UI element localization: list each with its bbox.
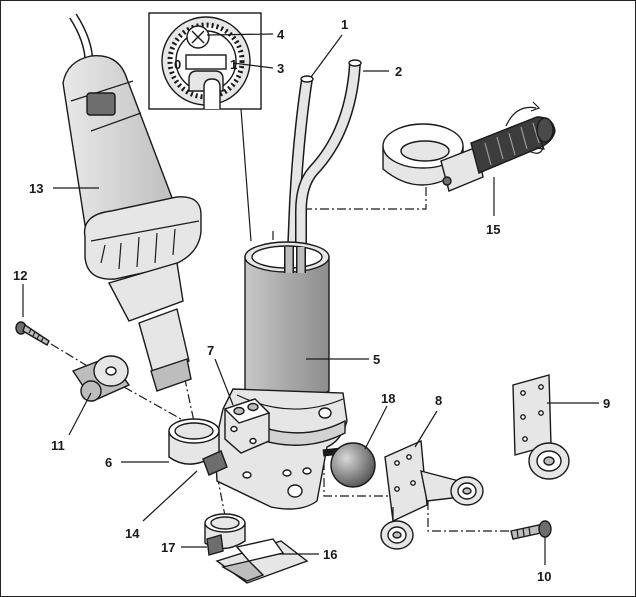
callout-12: 12 xyxy=(13,268,27,283)
callout-labels: 1 2 3 4 5 6 7 8 9 10 11 12 13 14 15 16 1… xyxy=(13,17,610,584)
scale-min-text: 0 xyxy=(174,57,181,72)
hot-air-gun xyxy=(53,13,202,392)
callout-9: 9 xyxy=(603,396,610,411)
callout-4: 4 xyxy=(277,27,285,42)
scale-max-text: 1 xyxy=(230,57,237,72)
callout-16: 16 xyxy=(323,547,337,562)
callout-5: 5 xyxy=(373,352,380,367)
screw-10 xyxy=(510,520,552,565)
callout-2: 2 xyxy=(395,64,402,79)
callout-13: 13 xyxy=(29,181,43,196)
display-detail-inset: 0 1 xyxy=(148,12,262,242)
ball-knob-18 xyxy=(322,405,388,488)
welding-tube xyxy=(244,59,369,402)
clamp-ring-17 xyxy=(181,513,246,556)
callout-6: 6 xyxy=(105,455,112,470)
callout-10: 10 xyxy=(537,569,551,584)
base-housing xyxy=(214,358,348,510)
handle-ring-15 xyxy=(382,101,556,216)
callout-8: 8 xyxy=(435,393,442,408)
callout-18: 18 xyxy=(381,391,395,406)
callout-7: 7 xyxy=(207,343,214,358)
roller-bracket-8 xyxy=(380,410,484,550)
callout-15: 15 xyxy=(486,222,500,237)
callout-17: 17 xyxy=(161,540,175,555)
nozzle-attachment-16 xyxy=(215,538,319,584)
screw-12 xyxy=(15,284,50,346)
leader-lines xyxy=(206,33,389,78)
roller-bracket-9 xyxy=(512,374,599,480)
callout-11: 11 xyxy=(51,438,65,453)
sleeve-11 xyxy=(68,355,131,436)
clamp-ring-6 xyxy=(121,418,228,522)
callout-14: 14 xyxy=(125,526,140,541)
callout-3: 3 xyxy=(277,61,284,76)
callout-1: 1 xyxy=(341,17,348,32)
